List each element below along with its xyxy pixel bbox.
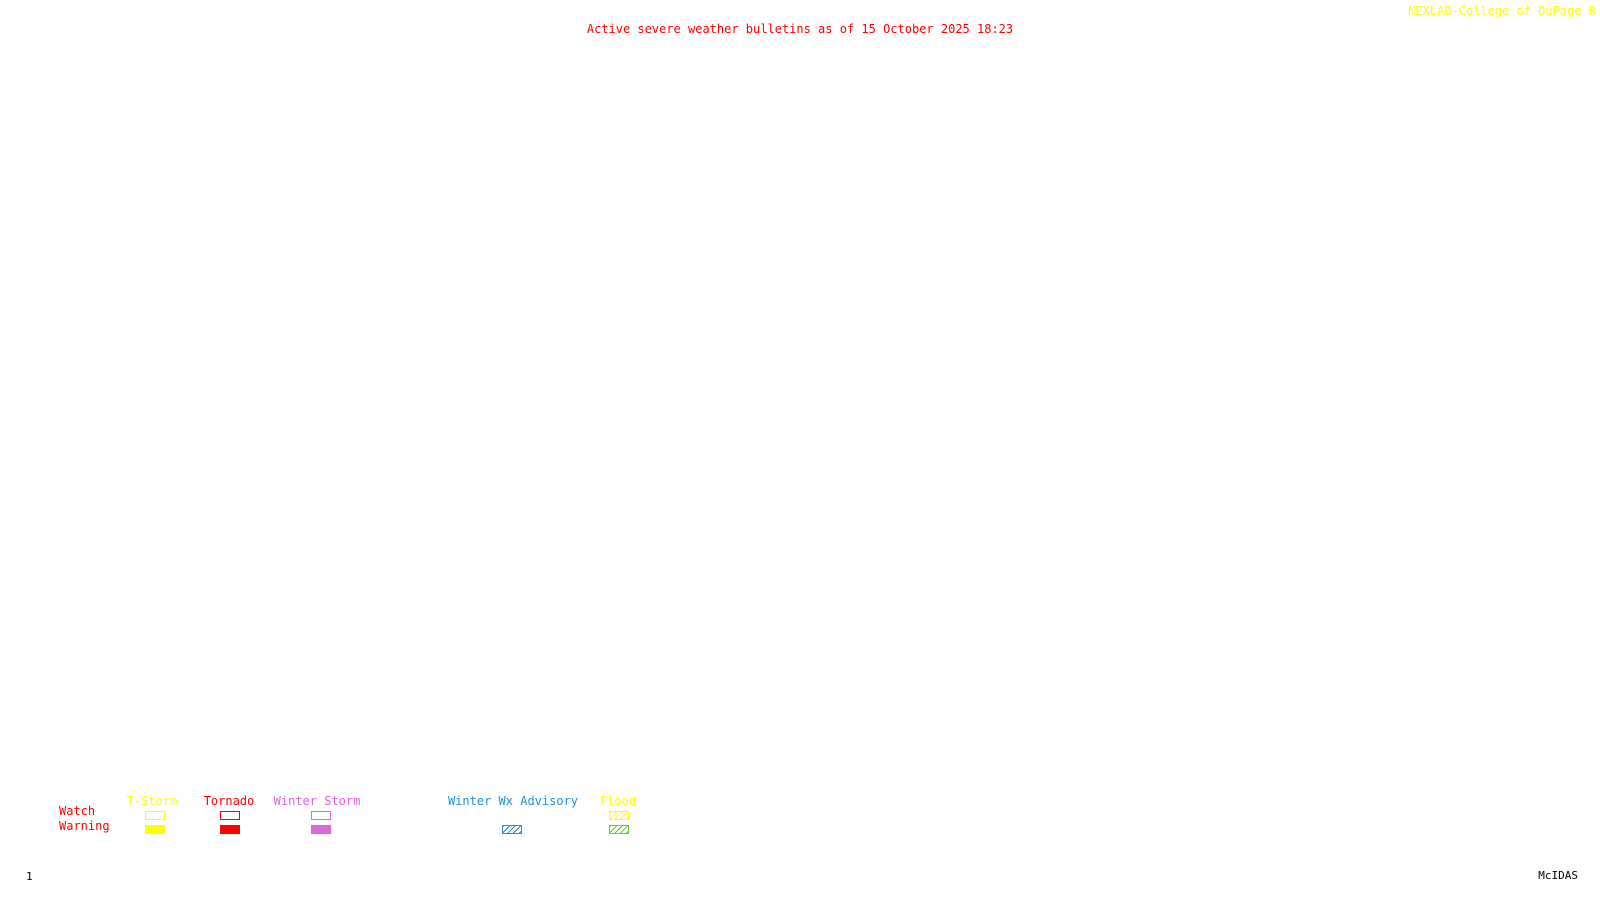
page-number: 1 — [26, 870, 33, 883]
swatch-tornado-watch — [220, 811, 240, 820]
legend-label-flood: Flood — [599, 794, 637, 808]
legend-row-warning: Warning — [59, 819, 110, 833]
swatch-flood-warning — [609, 825, 629, 834]
swatch-flood-watch — [609, 811, 629, 820]
map-title: Active severe weather bulletins as of 15… — [586, 22, 1014, 36]
swatch-tornado-warning — [220, 825, 240, 834]
swatch-winter-wx-advisory-warning — [502, 825, 522, 834]
legend-row-watch: Watch — [59, 804, 96, 818]
swatch-winter-storm-watch — [311, 811, 331, 820]
swatch-winter-storm-warning — [311, 825, 331, 834]
credit-label: NEXLAB-College of DuPage R — [1408, 4, 1596, 18]
legend-label-tstorm: T-Storm — [126, 794, 178, 808]
swatch-tstorm-warning — [145, 825, 165, 834]
legend-label-tornado: Tornado — [203, 794, 255, 808]
software-label: McIDAS — [1538, 869, 1578, 882]
legend-label-winter-wx-advisory: Winter Wx Advisory — [447, 794, 579, 808]
legend-label-winter-storm: Winter Storm — [273, 794, 361, 808]
swatch-tstorm-watch — [145, 811, 165, 820]
